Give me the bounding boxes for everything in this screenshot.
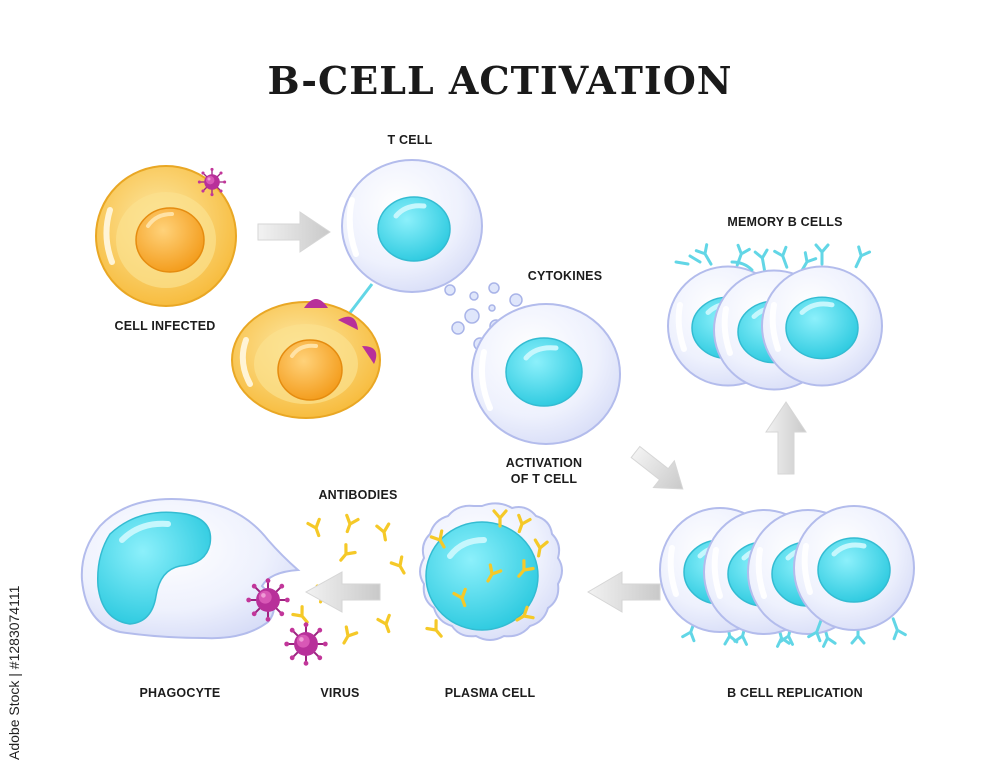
arrow-down-right-icon (630, 445, 684, 490)
infected-cell (95, 165, 237, 307)
t-cell (341, 159, 483, 293)
stock-watermark: Adobe Stock | #1283074111 (6, 585, 22, 760)
label-cell-infected: CELL INFECTED (114, 319, 216, 333)
activated-t-cell (471, 303, 621, 445)
label-t-cell: T CELL (387, 133, 433, 147)
label-activation-line2: OF T CELL (510, 472, 578, 486)
label-memory-b-cells: MEMORY B CELLS (727, 215, 843, 229)
label-phagocyte: PHAGOCYTE (139, 686, 221, 700)
memory-b-cells (668, 243, 882, 390)
plasma-cell (419, 502, 563, 642)
virus-icon (245, 577, 291, 623)
label-activation-of-t-cell: ACTIVATION OF T CELL (484, 455, 604, 487)
label-plasma-cell: PLASMA CELL (444, 686, 536, 700)
arrow-left-icon (587, 571, 661, 613)
label-b-cell-replication: B CELL REPLICATION (727, 686, 863, 700)
page-title: B-CELL ACTIVATION (267, 58, 733, 103)
antibodies (291, 513, 411, 648)
b-cell-replication (660, 506, 914, 648)
label-cytokines: CYTOKINES (527, 269, 603, 283)
label-activation-line1: ACTIVATION (505, 456, 583, 470)
label-virus: VIRUS (320, 686, 360, 700)
arrow-right-icon (257, 211, 331, 253)
arrow-left-icon (304, 571, 381, 613)
antigen-icon (304, 299, 328, 308)
antigen-icon (362, 346, 377, 364)
label-antibodies: ANTIBODIES (318, 488, 398, 502)
arrow-up-icon (765, 401, 807, 475)
virus-icon (197, 167, 227, 197)
phagocyte (80, 498, 301, 640)
antigen-icon (338, 316, 358, 330)
antigen-presenting-cell (231, 299, 381, 419)
virus-icon (283, 621, 329, 667)
